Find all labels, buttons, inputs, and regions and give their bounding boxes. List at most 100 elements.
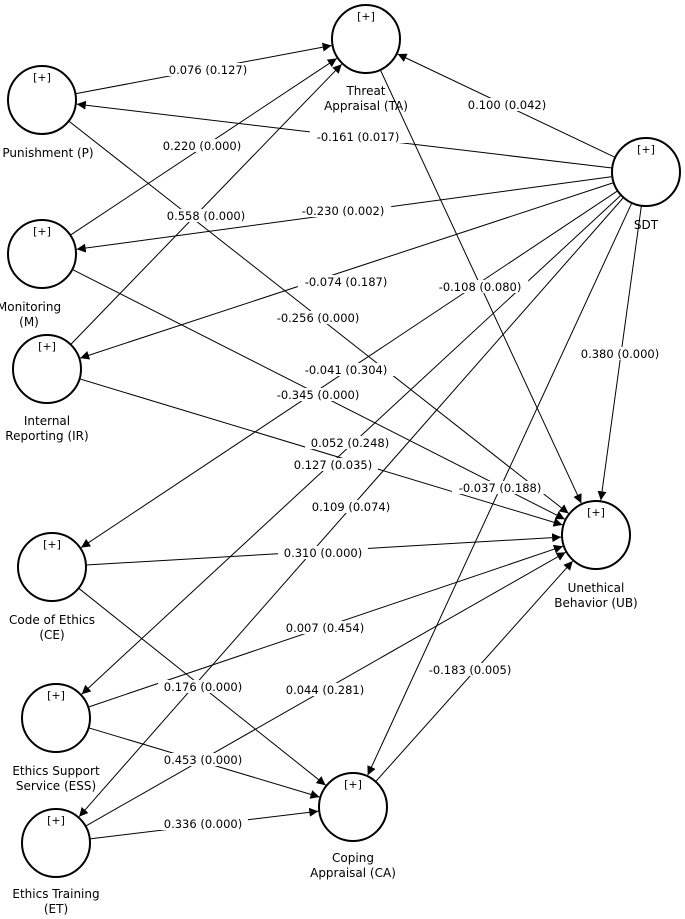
node-circle[interactable] <box>21 808 91 878</box>
node-label: Threat <box>345 84 385 98</box>
edge-label-sdt-to-ub: 0.380 (0.000) <box>575 347 665 361</box>
edge-label-text: -0.041 (0.304) <box>305 363 388 377</box>
edge-label-background <box>431 280 529 293</box>
node-circle[interactable] <box>331 4 401 74</box>
edge-label-et-to-ub: 0.044 (0.281) <box>280 683 370 697</box>
edge-label-text: -0.108 (0.080) <box>439 280 522 294</box>
edge-label-background <box>575 347 665 360</box>
edge-label-sdt-to-ca: -0.108 (0.080) <box>431 280 529 294</box>
edge-label-background <box>280 621 370 634</box>
node-label: Reporting (IR) <box>5 429 88 443</box>
edge-label-ess-to-ub: 0.007 (0.454) <box>280 621 370 635</box>
node-circle[interactable] <box>21 683 91 753</box>
edge-label-background <box>278 546 368 559</box>
edge-label-text: -0.345 (0.000) <box>277 388 360 402</box>
edge-label-background <box>288 458 378 471</box>
edge-label-text: 0.044 (0.281) <box>286 683 364 697</box>
node-p[interactable]: [+] Punishment (P) <box>2 65 94 160</box>
node-expand-marker[interactable]: [+] <box>33 71 51 84</box>
node-label: Service (ESS) <box>16 779 96 793</box>
node-label: Punishment (P) <box>2 146 93 160</box>
node-label: (ET) <box>44 902 68 916</box>
edge-label-m-to-ub: -0.345 (0.000) <box>269 388 367 402</box>
edge-label-background <box>158 753 248 766</box>
node-expand-marker[interactable]: [+] <box>33 225 51 238</box>
edge-label-background <box>451 481 549 494</box>
edge-label-background <box>462 98 552 111</box>
node-label: Appraisal (TA) <box>324 99 408 113</box>
edge-label-ta-to-ub: -0.037 (0.188) <box>451 481 549 495</box>
edge-label-et-to-ca: 0.336 (0.000) <box>158 817 248 831</box>
edge-label-background <box>305 436 395 449</box>
edge-label-ca-to-ub: -0.183 (0.005) <box>421 663 519 677</box>
node-expand-marker[interactable]: [+] <box>47 814 65 827</box>
edge-label-text: -0.256 (0.000) <box>277 311 360 325</box>
node-label: Ethics Training <box>12 887 99 901</box>
node-expand-marker[interactable]: [+] <box>357 10 375 23</box>
node-expand-marker[interactable]: [+] <box>637 143 655 156</box>
edge-label-background <box>421 663 519 676</box>
node-label: Appraisal (CA) <box>310 866 396 880</box>
edge-sdt-to-ir <box>80 182 614 360</box>
node-label: Ethics Support <box>12 764 100 778</box>
node-expand-marker[interactable]: [+] <box>38 340 56 353</box>
edge-label-text: 0.127 (0.035) <box>294 458 372 472</box>
edge-label-m-to-ta: 0.220 (0.000) <box>157 139 247 153</box>
edge-label-ce-to-ub: 0.310 (0.000) <box>278 546 368 560</box>
edge-label-background <box>297 363 395 376</box>
edge-label-background <box>280 683 370 696</box>
edge-label-background <box>269 388 367 401</box>
node-expand-marker[interactable]: [+] <box>587 506 605 519</box>
edge-label-ir-to-ta: 0.558 (0.000) <box>161 209 251 223</box>
edge-label-text: 0.176 (0.000) <box>164 680 242 694</box>
node-circle[interactable] <box>318 772 388 842</box>
node-sdt[interactable]: [+] SDT <box>611 137 681 232</box>
node-circle[interactable] <box>7 219 77 289</box>
edge-label-text: 0.007 (0.454) <box>286 621 364 635</box>
edge-label-text: 0.076 (0.127) <box>169 63 247 77</box>
node-m[interactable]: [+]Monitoring(M) <box>0 219 77 329</box>
node-ce[interactable]: [+]Code of Ethics(CE) <box>9 532 95 642</box>
node-expand-marker[interactable]: [+] <box>47 689 65 702</box>
edge-label-p-to-ta: 0.076 (0.127) <box>163 63 253 77</box>
node-label: Coping <box>332 851 374 865</box>
node-et[interactable]: [+] Ethics Training(ET) <box>12 808 100 916</box>
node-label: SDT <box>634 218 659 232</box>
node-expand-marker[interactable]: [+] <box>344 778 362 791</box>
edge-label-sdt-to-ta: 0.100 (0.042) <box>462 98 552 112</box>
edge-label-text: 0.336 (0.000) <box>164 817 242 831</box>
node-circle[interactable] <box>7 65 77 135</box>
node-label: Behavior (UB) <box>554 596 637 610</box>
edge-label-background <box>294 204 392 217</box>
edge-label-text: 0.220 (0.000) <box>163 139 241 153</box>
edge-label-text: 0.310 (0.000) <box>284 546 362 560</box>
node-circle[interactable] <box>611 137 681 207</box>
edge-label-sdt-to-m: -0.230 (0.002) <box>294 204 392 218</box>
node-circle[interactable] <box>17 532 87 602</box>
edge-label-text: 0.052 (0.248) <box>311 436 389 450</box>
edge-label-p-to-ub: -0.256 (0.000) <box>269 311 367 325</box>
edge-label-background <box>297 275 395 288</box>
edge-label-text: -0.161 (0.017) <box>317 130 400 144</box>
edge-label-sdt-to-p: -0.161 (0.017) <box>309 130 407 144</box>
edge-label-text: 0.558 (0.000) <box>167 209 245 223</box>
node-expand-marker[interactable]: [+] <box>43 538 61 551</box>
node-circle[interactable] <box>12 334 82 404</box>
edge-label-background <box>161 209 251 222</box>
nodes-layer: [+] Punishment (P) [+]Monitoring(M)[+]Inte… <box>0 4 681 916</box>
edge-label-background <box>269 311 367 324</box>
node-label: (CE) <box>39 628 64 642</box>
edge-label-text: -0.183 (0.005) <box>429 663 512 677</box>
edge-label-background <box>309 130 407 143</box>
edge-label-text: 0.380 (0.000) <box>581 347 659 361</box>
edge-label-background <box>158 680 248 693</box>
node-circle[interactable] <box>561 500 631 570</box>
edge-label-ir-to-ub: 0.127 (0.035) <box>288 458 378 472</box>
edge-ir-to-ta <box>70 63 343 345</box>
